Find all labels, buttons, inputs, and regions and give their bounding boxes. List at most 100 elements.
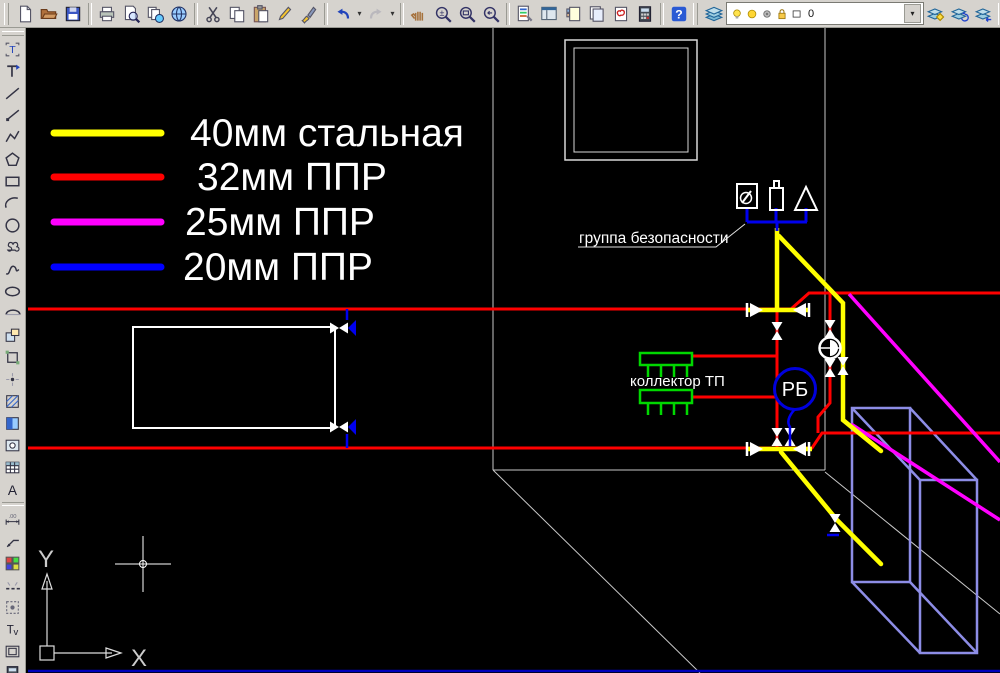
plot-button[interactable] xyxy=(95,1,119,27)
revcloud-button[interactable] xyxy=(0,236,26,258)
point-button[interactable] xyxy=(0,368,26,390)
point-icon xyxy=(6,372,19,386)
undo-arrow-button[interactable] xyxy=(331,1,355,27)
svg-text:A: A xyxy=(8,482,18,497)
dimension-button[interactable]: .00 xyxy=(0,508,26,530)
region-button[interactable] xyxy=(0,434,26,456)
radiator-valve-icon xyxy=(330,421,339,433)
rectangle-button[interactable] xyxy=(0,170,26,192)
spline-button[interactable] xyxy=(0,258,26,280)
gear-layer-state[interactable] xyxy=(759,6,774,21)
safety-group-label: группа безопасности xyxy=(579,230,729,247)
toolbar-grip[interactable] xyxy=(998,2,1000,25)
text-A-button[interactable]: A xyxy=(0,478,26,500)
insert-block-button[interactable] xyxy=(0,324,26,346)
viewport-button[interactable] xyxy=(0,640,26,662)
paste-icon xyxy=(253,4,269,22)
polyline-button[interactable] xyxy=(0,126,26,148)
boiler-edge xyxy=(851,581,921,654)
collector-label: коллектор ТП xyxy=(630,373,725,390)
valve-icon xyxy=(824,359,836,368)
valve-icon xyxy=(750,303,763,317)
table-button[interactable] xyxy=(0,456,26,478)
viewport-dots-button[interactable] xyxy=(0,596,26,618)
line-button[interactable] xyxy=(0,82,26,104)
layer-previous-button[interactable] xyxy=(972,1,996,27)
zoom-realtime-button[interactable]: ± xyxy=(431,1,455,27)
zoom-window-button[interactable] xyxy=(455,1,479,27)
save-floppy-button[interactable] xyxy=(61,1,85,27)
match-properties-brush-icon xyxy=(301,5,317,24)
swatch-layer-state[interactable] xyxy=(789,6,804,21)
open-folder-button[interactable] xyxy=(37,1,61,27)
toolbar-grip[interactable] xyxy=(1,31,24,36)
sun-layer-state[interactable] xyxy=(744,6,759,21)
layer-update-button[interactable] xyxy=(948,1,972,27)
pencil-edit-button[interactable] xyxy=(273,1,297,27)
match-properties-brush-button[interactable] xyxy=(297,1,321,27)
layer-make-current-button[interactable] xyxy=(924,1,948,27)
arc-button[interactable] xyxy=(0,192,26,214)
pan-hand-button[interactable] xyxy=(407,1,431,27)
bulb-icon xyxy=(732,8,741,19)
quick-calc-button[interactable] xyxy=(633,1,657,27)
properties-palette-button[interactable] xyxy=(513,1,537,27)
lock-layer-state[interactable] xyxy=(774,6,789,21)
tool-palettes-icon xyxy=(566,6,581,21)
plot-preview-button[interactable] xyxy=(119,1,143,27)
zoom-previous-button[interactable] xyxy=(479,1,503,27)
ellipse-button[interactable] xyxy=(0,280,26,302)
help-button[interactable]: ? xyxy=(667,1,691,27)
copy-button[interactable] xyxy=(225,1,249,27)
ray-button[interactable] xyxy=(0,104,26,126)
safety-valve-icon xyxy=(793,184,819,211)
toolbar-separator xyxy=(506,2,510,25)
measure-button[interactable] xyxy=(0,574,26,596)
tool-palettes-button[interactable] xyxy=(561,1,585,27)
redo-arrow-button[interactable] xyxy=(364,1,388,27)
layers-palette-button[interactable] xyxy=(702,1,726,27)
toolbar-grip[interactable] xyxy=(693,2,698,25)
hatch-button[interactable] xyxy=(0,390,26,412)
copy-icon xyxy=(229,6,245,22)
palette-grid-button[interactable] xyxy=(0,552,26,574)
design-center-button[interactable] xyxy=(537,1,561,27)
valve-icon xyxy=(771,322,783,331)
undo-arrow-dropdown-caret[interactable]: ▾ xyxy=(357,9,362,18)
layer-combo-caret[interactable]: ▾ xyxy=(904,4,921,23)
leader-button[interactable] xyxy=(0,530,26,552)
floor-heating-collector xyxy=(638,388,694,405)
ucs-x-label: X xyxy=(131,645,147,672)
sheet-set-manager-button[interactable] xyxy=(585,1,609,27)
make-block-button[interactable] xyxy=(0,346,26,368)
toolbar-grip[interactable] xyxy=(4,2,9,25)
publish-button[interactable] xyxy=(143,1,167,27)
valve-icon xyxy=(824,368,836,377)
cut-scissors-button[interactable] xyxy=(201,1,225,27)
calculator-button[interactable] xyxy=(0,662,26,673)
polygon-button[interactable] xyxy=(0,148,26,170)
layer-previous-icon xyxy=(974,7,992,22)
layer-control-combo[interactable]: 0▾ xyxy=(726,2,924,25)
bulb-layer-state[interactable] xyxy=(729,6,744,21)
top-toolbar: ▾▾±?0▾2D Рисование и ан xyxy=(0,0,1000,28)
etransmit-globe-button[interactable] xyxy=(167,1,191,27)
pushpin-T-button[interactable] xyxy=(0,60,26,82)
circle-button[interactable] xyxy=(0,214,26,236)
text-frame-button[interactable]: T xyxy=(0,38,26,60)
redo-arrow-dropdown-caret[interactable]: ▾ xyxy=(390,9,395,18)
ellipse-arc-button[interactable] xyxy=(0,302,26,324)
markup-set-manager-button[interactable] xyxy=(609,1,633,27)
paste-button[interactable] xyxy=(249,1,273,27)
new-file-button[interactable] xyxy=(13,1,37,27)
gradient-button[interactable] xyxy=(0,412,26,434)
design-center-icon xyxy=(541,6,557,20)
toolbar-separator xyxy=(88,2,92,25)
revcloud-icon xyxy=(6,241,20,252)
radiator xyxy=(132,326,336,429)
measure-icon xyxy=(6,581,20,589)
